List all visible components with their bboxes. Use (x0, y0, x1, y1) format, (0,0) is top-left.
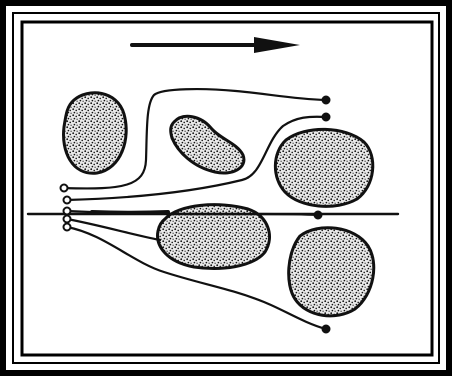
flow-path-end-marker-2 (323, 114, 330, 121)
flow-path-end-marker-1 (323, 97, 330, 104)
reference-line-shadow (92, 212, 168, 213)
flow-path-end-marker-3 (315, 212, 322, 219)
obstacle-top-left (64, 93, 127, 173)
flow-path-start-marker-5 (64, 224, 71, 231)
obstacle-right-lower (289, 228, 374, 316)
flow-path-start-marker-4 (64, 216, 71, 223)
flow-path-end-marker-4 (323, 326, 330, 333)
flow-path-start-marker-3 (64, 208, 71, 215)
flow-path-start-marker-1 (61, 185, 68, 192)
flow-path-start-marker-2 (64, 197, 71, 204)
obstacle-right-upper (275, 129, 372, 206)
